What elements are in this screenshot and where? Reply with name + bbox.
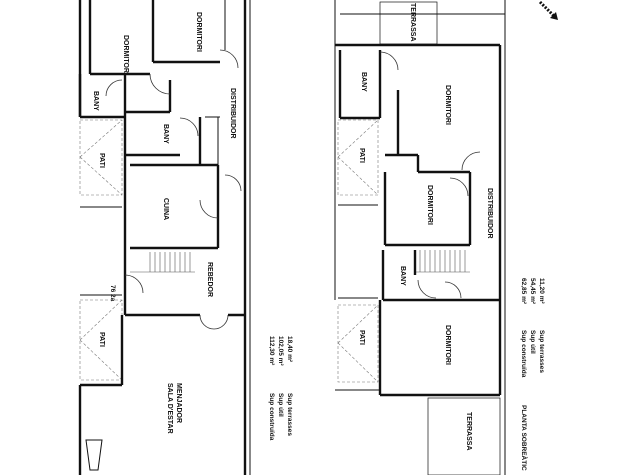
door-swing — [444, 281, 462, 299]
door-swing — [461, 151, 481, 171]
room-label-bany: BANY — [162, 124, 169, 144]
room-label-bany: BANY — [92, 91, 99, 111]
area-label: Sup construïda — [520, 330, 527, 378]
door-swing — [199, 314, 215, 330]
room-label-dormitori: DORMITORI — [426, 185, 433, 225]
area-label: Sup útil — [277, 393, 284, 417]
north-arrow-icon — [538, 0, 558, 20]
area-label: Sup terrasses — [286, 393, 293, 436]
area-value: 18,40 m² — [286, 336, 293, 363]
area-table-upper: Sup construïda 62,85 m² Sup útil 54,45 m… — [520, 278, 545, 471]
area-label: Sup útil — [529, 330, 536, 354]
door-swing — [149, 73, 171, 95]
area-table-ground: Sup construïda 112,30 m² Sup útil 102,05… — [268, 336, 293, 441]
terrassa-outline — [379, 1, 438, 45]
door-swing — [213, 314, 229, 330]
door-swing — [199, 199, 219, 219]
upper-floor-plan — [334, 0, 506, 475]
area-label: Sup construïda — [268, 393, 275, 441]
room-label-rebedor: REBEDOR — [206, 262, 213, 297]
room-label-pati: PATI — [98, 332, 105, 347]
room-label-sala: SALA D'ESTAR — [166, 383, 173, 434]
area-value: 102,05 m² — [277, 336, 284, 366]
area-label: Sup terrasses — [538, 330, 545, 373]
area-value: 54,45 m² — [529, 278, 536, 305]
room-label-dormitori: DORMITORI — [122, 35, 129, 75]
room-label-terrassa: TERRASSA — [409, 3, 416, 42]
room-label-dormitori: DORMITORI — [444, 325, 451, 365]
door-swing — [417, 279, 437, 299]
door-swing — [105, 79, 123, 97]
door-swing — [224, 174, 242, 192]
door-swing — [219, 49, 239, 69]
pati-outline — [337, 119, 379, 196]
plan-title: PLANTA SOBREÀTIC — [520, 405, 529, 471]
area-value: 112,30 m² — [268, 336, 275, 366]
room-label-dormitori: DORMITORI — [444, 85, 451, 125]
door-swing — [449, 177, 469, 197]
room-label-distribuidor: DISTRIBUIDOR — [486, 188, 493, 239]
room-label-bany: BANY — [360, 72, 367, 92]
room-label-dormitori: DORMITORI — [195, 12, 202, 52]
area-value: 11,20 m² — [538, 278, 545, 304]
ground-floor-plan — [78, 0, 251, 475]
room-label-cuina: CUINA — [162, 198, 169, 220]
room-label-terrassa: TERRASSA — [465, 412, 472, 451]
room-label-bany: BANY — [399, 266, 406, 286]
room-label-menjador: MENJADOR — [175, 383, 182, 423]
room-label-distribuidor: DISTRIBUIDOR — [229, 88, 236, 139]
staircase — [130, 252, 195, 273]
area-value: 62,85 m² — [520, 278, 527, 305]
room-label-pati: PATI — [358, 148, 365, 163]
door-swing — [179, 117, 199, 137]
terrassa-outline — [427, 397, 501, 475]
fireplace — [85, 439, 103, 471]
door-swing — [379, 51, 399, 71]
room-label-pati: PATI — [358, 330, 365, 345]
room-label-pati: PATI — [98, 153, 105, 168]
pati-outline — [337, 304, 379, 383]
staircase — [415, 250, 470, 273]
door-swing — [124, 274, 144, 294]
level-mark: 76 2a — [109, 285, 116, 302]
